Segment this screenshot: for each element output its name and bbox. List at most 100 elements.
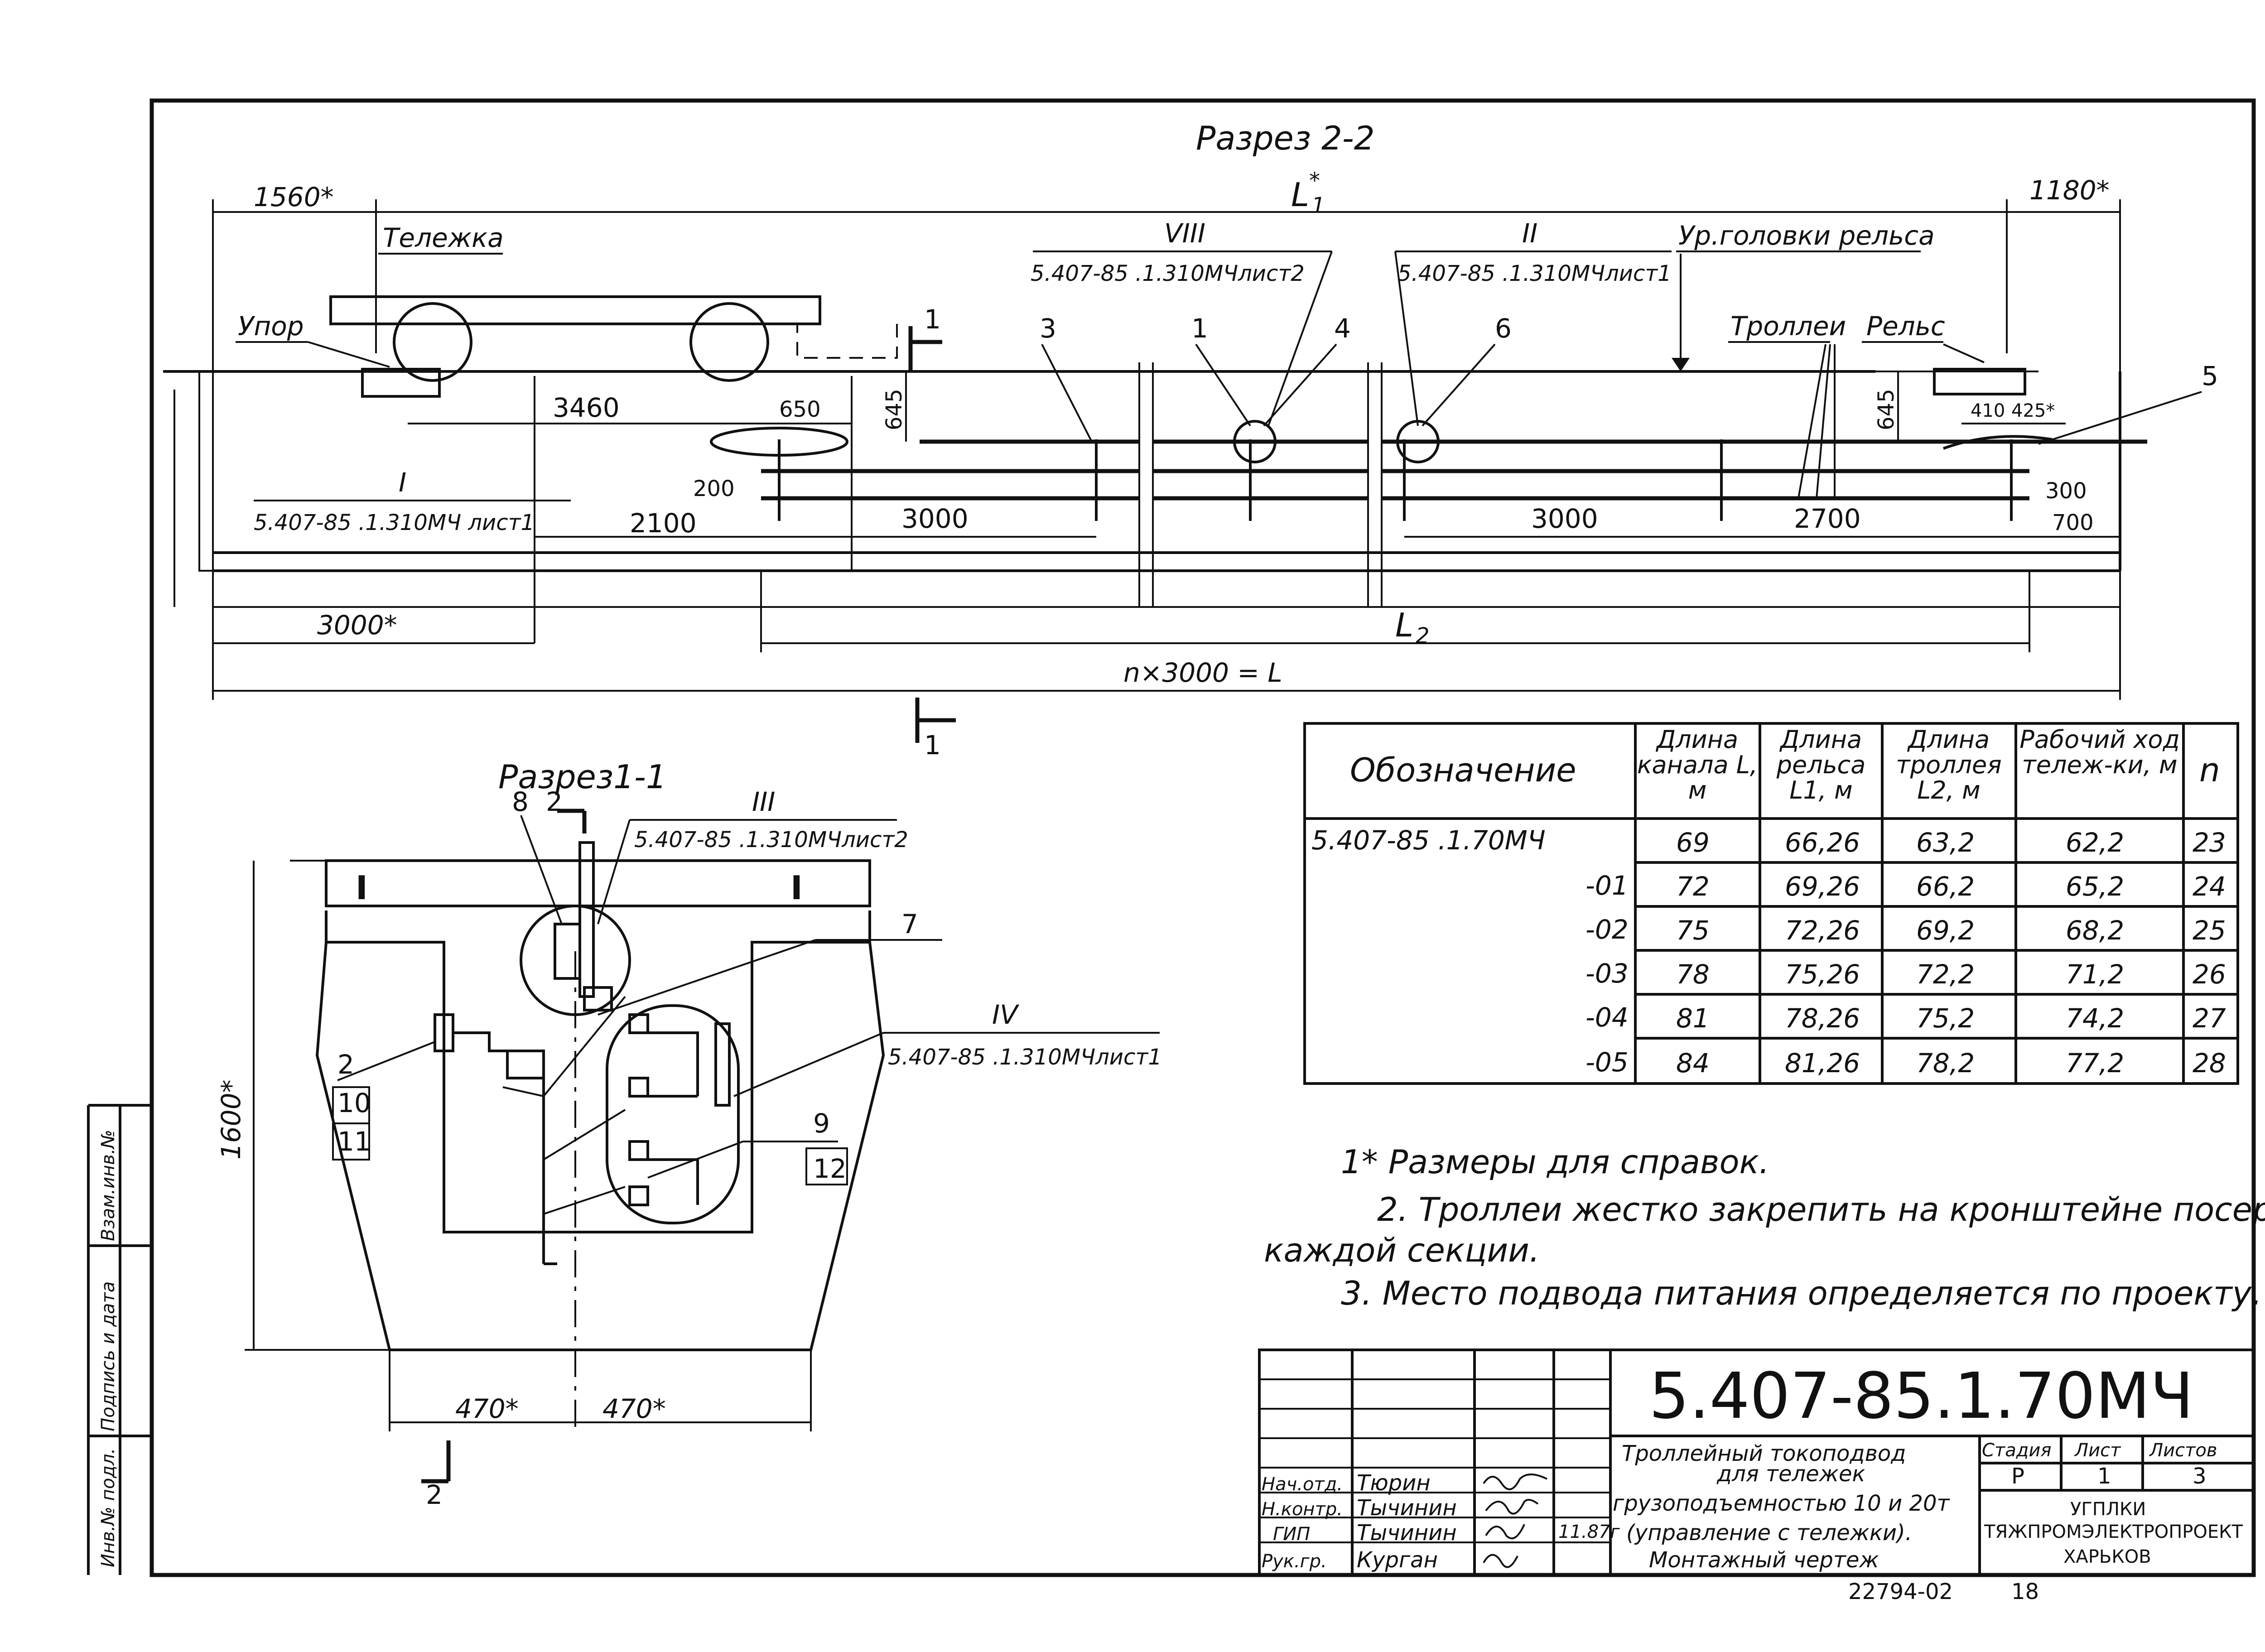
table-cell: 24 bbox=[2193, 871, 2226, 902]
detail-circle-iii bbox=[520, 905, 631, 1016]
trolley-wheel-right bbox=[689, 302, 769, 382]
dim-1560: 1560* bbox=[254, 182, 334, 212]
dim-1600: 1600* bbox=[216, 1079, 246, 1160]
collector-right bbox=[1942, 435, 2053, 450]
table-cell: 84 bbox=[1676, 1048, 1710, 1079]
dim-200: 200 bbox=[693, 476, 735, 501]
callout-6: 6 bbox=[1495, 313, 1512, 344]
dim-425: 425* bbox=[2011, 400, 2055, 421]
dim-3460: 3460 bbox=[553, 392, 620, 423]
callout-12: 12 bbox=[813, 1153, 847, 1184]
table-cell: 78,26 bbox=[1785, 1003, 1860, 1034]
section-1-1-title: Разрез1-1 bbox=[498, 758, 667, 796]
dim-l1-star: * bbox=[1309, 168, 1320, 193]
title-line-5: Монтажный чертеж bbox=[1649, 1547, 1879, 1573]
table-cell: 68,2 bbox=[2066, 915, 2124, 946]
trolley-bars bbox=[761, 439, 2147, 521]
table-cell: 28 bbox=[2193, 1048, 2226, 1079]
table-cell: 5.407-85 .1.70МЧ bbox=[1311, 825, 1546, 856]
stage-header: Стадия bbox=[1982, 1440, 2051, 1461]
table-cell: 63,2 bbox=[1916, 827, 1975, 858]
dim-3000-a: 3000 bbox=[901, 503, 969, 534]
table-cell: -04 bbox=[1586, 1002, 1629, 1033]
dim-l2: L bbox=[1395, 606, 1413, 644]
table-cell: 81,26 bbox=[1785, 1048, 1860, 1079]
table-cell: -01 bbox=[1586, 870, 1629, 901]
beam-top bbox=[325, 859, 871, 907]
ref-iii-num: III bbox=[752, 786, 775, 817]
table-cell: 75,26 bbox=[1785, 959, 1860, 990]
side-stamp: Инв.№ подл. Подпись и дата Взам.инв.№ bbox=[87, 1104, 152, 1575]
name-2: Тычинин bbox=[1357, 1495, 1457, 1521]
channel-wall-left bbox=[198, 371, 214, 572]
callout-1: 1 bbox=[1191, 313, 1208, 344]
name-4: Курган bbox=[1357, 1547, 1438, 1573]
th-trolley-length: Длина троллея L2, м bbox=[1896, 727, 2002, 804]
table-cell: 78,2 bbox=[1916, 1048, 1975, 1079]
ref-i-doc: 5.407-85 .1.310МЧ лист1 bbox=[254, 510, 535, 535]
stamp-sign-date: Подпись и дата bbox=[98, 1281, 119, 1431]
name-1: Тюрин bbox=[1357, 1470, 1431, 1496]
role-3: ГИП bbox=[1273, 1524, 1310, 1545]
table-cell: -05 bbox=[1586, 1047, 1629, 1078]
table-cell: -03 bbox=[1586, 958, 1629, 989]
bracket-8 bbox=[554, 923, 581, 980]
dim-700: 700 bbox=[2052, 510, 2094, 535]
table-cell: 81 bbox=[1676, 1003, 1710, 1034]
drawing-code: 5.407-85.1.70МЧ bbox=[1649, 1359, 2193, 1433]
note-2: 2. Троллеи жестко закрепить на кронштейн… bbox=[1377, 1190, 2265, 1228]
role-4: Рук.гр. bbox=[1262, 1551, 1327, 1572]
org-3: ХАРЬКОВ bbox=[2063, 1546, 2151, 1567]
page-no: 18 bbox=[2011, 1579, 2039, 1604]
table-cell: 23 bbox=[2193, 827, 2226, 858]
ref-ii-num: II bbox=[1522, 218, 1537, 249]
table-cell: 71,2 bbox=[2066, 959, 2124, 990]
dim-645-b: 645 bbox=[1874, 389, 1899, 430]
dim-3000-star: 3000* bbox=[317, 610, 397, 641]
table-cell: 75,2 bbox=[1916, 1003, 1975, 1034]
mast bbox=[578, 841, 595, 998]
callout-4: 4 bbox=[1334, 313, 1351, 344]
cut-1-top: 1 bbox=[924, 304, 941, 335]
role-1: Нач.отд. bbox=[1262, 1474, 1343, 1495]
table-cell: 65,2 bbox=[2066, 871, 2124, 902]
table-cell: 72,2 bbox=[1916, 959, 1975, 990]
table-cell: 72 bbox=[1676, 871, 1710, 902]
trolley-wheel-left bbox=[393, 302, 472, 382]
insulator bbox=[506, 1050, 545, 1079]
org-2: ТЯЖПРОМЭЛЕКТРОПРОЕКТ bbox=[1984, 1522, 2243, 1542]
table-cell: 74,2 bbox=[2066, 1003, 2124, 1034]
dim-410: 410 bbox=[1971, 400, 2005, 421]
table-cell: 75 bbox=[1676, 915, 1710, 946]
signatures bbox=[1483, 1474, 1547, 1568]
trolley-hangers bbox=[628, 1013, 731, 1206]
title-line-2: для тележек bbox=[1716, 1461, 1865, 1487]
dim-3000-b: 3000 bbox=[1531, 503, 1598, 534]
stamp-replace-inv: Взам.инв.№ bbox=[98, 1130, 119, 1241]
table-cell: 62,2 bbox=[2066, 827, 2124, 858]
dim-2700: 2700 bbox=[1794, 503, 1861, 534]
callout-5: 5 bbox=[2202, 361, 2218, 391]
rail-end bbox=[1933, 368, 2026, 395]
cut-1-bottom: 1 bbox=[924, 730, 941, 761]
title-line-1: Троллейный токоподвод bbox=[1622, 1441, 1906, 1466]
sheet-value: 1 bbox=[2097, 1464, 2111, 1489]
channel-section bbox=[325, 910, 871, 1233]
callout-8: 8 bbox=[512, 786, 529, 817]
archive-no: 22794-02 bbox=[1848, 1579, 1953, 1604]
role-2: Н.контр. bbox=[1262, 1499, 1343, 1520]
ref-iv-num: IV bbox=[992, 999, 1020, 1030]
stop-block bbox=[361, 368, 441, 398]
label-rail: Рельс bbox=[1866, 311, 1945, 342]
sheets-value: 3 bbox=[2193, 1464, 2207, 1489]
bracket-foot bbox=[583, 986, 613, 1011]
label-rail-head: Ур.головки рельса bbox=[1678, 220, 1935, 251]
beam-i-left: I bbox=[356, 869, 368, 907]
table-cell: 25 bbox=[2193, 915, 2226, 946]
note-2b: каждой секции. bbox=[1264, 1231, 1540, 1269]
callout-7: 7 bbox=[901, 909, 918, 939]
th-travel: Рабочий ход тележ-ки, м bbox=[2019, 727, 2180, 779]
table-cell: 27 bbox=[2193, 1003, 2226, 1034]
detail-circle-1 bbox=[1233, 420, 1277, 463]
